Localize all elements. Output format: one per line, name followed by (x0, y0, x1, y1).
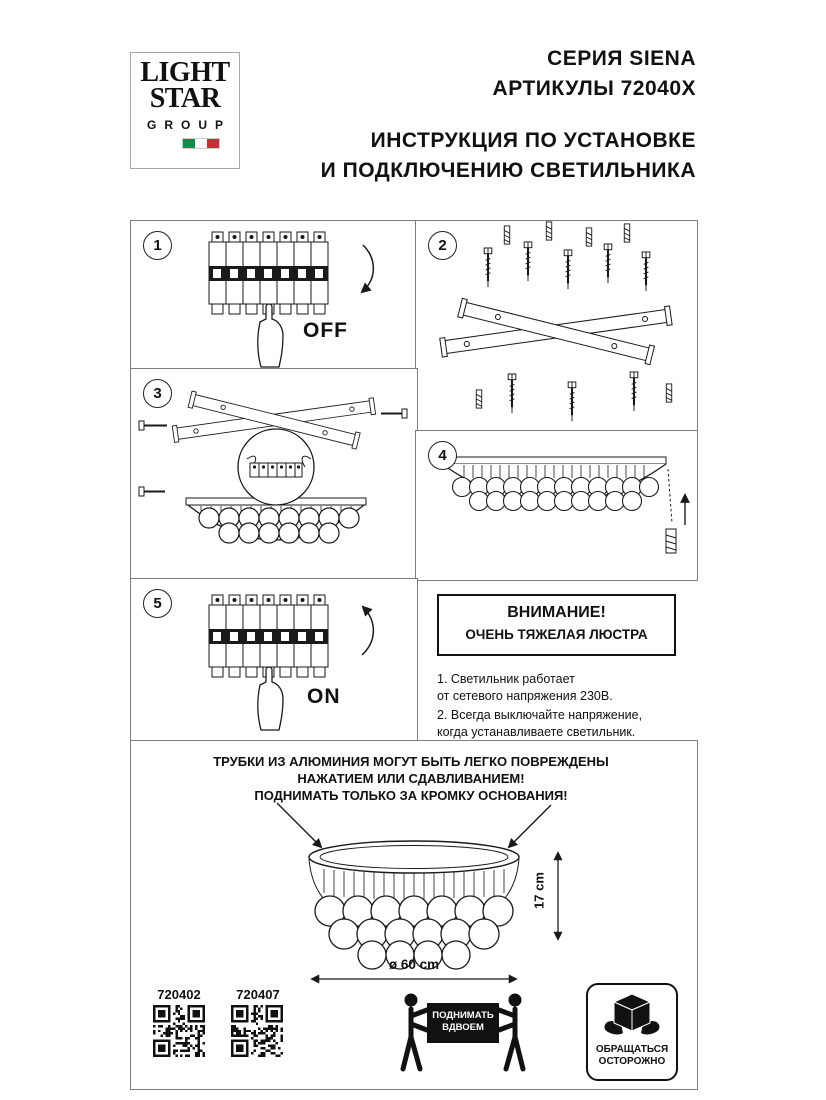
step-4-number: 4 (428, 441, 457, 470)
article-code-right: 720407 (236, 987, 280, 1002)
care-badge-label: ОБРАЩАТЬСЯ ОСТОРОЖНО (595, 1044, 669, 1067)
step-5-number: 5 (143, 589, 172, 618)
on-label: ON (307, 685, 341, 708)
step-5-panel: 5 ON (130, 578, 418, 743)
right-pointer-arrow-icon (507, 804, 552, 849)
turn-on-arrow-icon (361, 605, 375, 656)
italian-flag-icon (182, 138, 220, 149)
step-2-number: 2 (428, 231, 457, 260)
step-3-panel: 3 (130, 368, 418, 581)
attention-box: ВНИМАНИЕ! ОЧЕНЬ ТЯЖЕЛАЯ ЛЮСТРА (437, 594, 676, 656)
logo-group: GROUP (146, 118, 231, 132)
lift-badge-label: ПОДНИМАТЬ ВДВОЕМ (432, 1010, 494, 1033)
step-1-panel: 1 OFF (130, 220, 418, 371)
pull-cord-icon (667, 468, 673, 524)
warning-line-2: НАЖАТИЕМ ИЛИ СДАВЛИВАНИЕМ! (297, 771, 525, 786)
diameter-label: ø 60 cm (388, 957, 440, 972)
handle-with-care-icon (604, 993, 660, 1035)
series-title: СЕРИЯ SIENA (547, 47, 696, 70)
lightstar-logo: LIGHT STAR GROUP (130, 52, 240, 169)
turn-off-arrow-icon (360, 244, 375, 294)
articles-title: АРТИКУЛЫ 72040X (492, 77, 696, 100)
bracket-and-canopy-assembly-diagram (138, 390, 408, 544)
handling-warning-text: ТРУБКИ ИЗ АЛЮМИНИЯ МОГУТ БЫТЬ ЛЕГКО ПОВР… (141, 753, 681, 804)
handling-panel: ТРУБКИ ИЗ АЛЮМИНИЯ МОГУТ БЫТЬ ЛЕГКО ПОВР… (130, 740, 698, 1090)
threaded-stud-icon (665, 528, 677, 554)
step-4-panel: 4 (415, 430, 698, 581)
left-pointer-arrow-icon (276, 802, 323, 849)
attention-subtitle: ОЧЕНЬ ТЯЖЕЛАЯ ЛЮСТРА (465, 627, 648, 642)
circuit-breaker-on-diagram (208, 594, 375, 731)
handle-with-care-badge: ОБРАЩАТЬСЯ ОСТОРОЖНО (586, 983, 678, 1081)
side-screw-icon (138, 408, 408, 497)
lift-in-pairs-icon (400, 993, 526, 1072)
step-3-number: 3 (143, 379, 172, 408)
off-label: OFF (303, 319, 348, 342)
step-1-number: 1 (143, 231, 172, 260)
warning-line-1: ТРУБКИ ИЗ АЛЮМИНИЯ МОГУТ БЫТЬ ЛЕГКО ПОВР… (213, 754, 609, 769)
instruction-title-line2: И ПОДКЛЮЧЕНИЮ СВЕТИЛЬНИКА (320, 159, 696, 182)
article-code-left: 720402 (157, 987, 201, 1002)
header-instruction-block: ИНСТРУКЦИЯ ПО УСТАНОВКЕ И ПОДКЛЮЧЕНИЮ СВ… (321, 126, 696, 186)
note-1: 1. Светильник работает от сетевого напря… (437, 672, 613, 703)
chandelier-profile-diagram (441, 456, 690, 554)
circuit-breaker-off-diagram (208, 231, 375, 368)
logo-light: LIGHT (140, 57, 230, 88)
attention-title: ВНИМАНИЕ! (507, 604, 606, 621)
height-label: 17 cm (531, 872, 547, 909)
note-2: 2. Всегда выключайте напряжение, когда у… (437, 708, 643, 739)
attention-section: ВНИМАНИЕ! ОЧЕНЬ ТЯЖЕЛАЯ ЛЮСТРА 1. Светил… (416, 579, 696, 740)
header-series-block: СЕРИЯ SIENA АРТИКУЛЫ 72040X (493, 44, 696, 104)
qr-code-right (231, 1005, 283, 1057)
warning-line-3: ПОДНИМАТЬ ТОЛЬКО ЗА КРОМКУ ОСНОВАНИЯ! (254, 788, 568, 803)
mounting-bracket-diagram (439, 221, 673, 423)
chandelier-dimensions-diagram (276, 802, 563, 984)
instruction-title-line1: ИНСТРУКЦИЯ ПО УСТАНОВКЕ (370, 129, 696, 152)
qr-code-left (153, 1005, 205, 1057)
step-2-panel: 2 (415, 220, 698, 433)
logo-star: STAR (149, 83, 221, 114)
